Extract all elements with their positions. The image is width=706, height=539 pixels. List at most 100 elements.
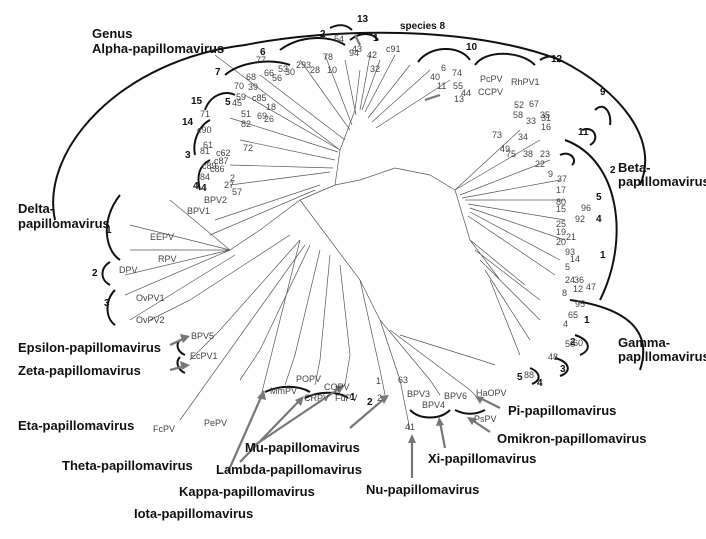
tip-label: 36 — [574, 275, 584, 285]
tip-label: OvPV1 — [136, 293, 165, 303]
species-number: 7 — [215, 67, 221, 78]
tip-label: 50 — [565, 339, 575, 349]
tip-label: 35 — [540, 110, 550, 120]
species-number: 5 — [225, 97, 231, 108]
species-number: 14 — [182, 117, 194, 128]
tip-label: 22 — [535, 159, 545, 169]
tip-label: 14 — [570, 254, 580, 264]
tip-label: BPV4 — [422, 400, 445, 410]
tip-label: 43 — [352, 44, 362, 54]
tip-label: 34 — [518, 132, 528, 142]
tip-label: 88 — [524, 370, 534, 380]
tip-label: c87 — [214, 156, 229, 166]
species-number: 1 — [106, 225, 112, 236]
tip-label: 59 — [236, 92, 246, 102]
species-number: 15 — [191, 96, 203, 107]
tip-label: BPV5 — [191, 331, 214, 341]
tip-label: 54 — [334, 34, 344, 44]
tip-label: BPV6 — [444, 391, 467, 401]
tip-label: 31 — [541, 113, 551, 123]
tip-label: 12 — [573, 284, 583, 294]
species-number: 1 — [584, 315, 590, 326]
tip-label: 24 — [565, 275, 575, 285]
tip-label: 44 — [461, 88, 471, 98]
tip-label: 13 — [454, 94, 464, 104]
tip-label: 3 — [306, 60, 311, 70]
species-number: 2 — [570, 337, 576, 348]
tip-label: 16 — [541, 122, 551, 132]
lambda-genus-label: Lambda-papillomavirus — [216, 462, 362, 477]
tip-label: 5 — [565, 262, 570, 272]
beta-genus-name: papillomavirus — [618, 174, 706, 189]
tip-label: 40 — [430, 72, 440, 82]
species-number: 3 — [560, 364, 566, 375]
species-number: 1 — [350, 392, 356, 403]
species-number: 5 — [517, 372, 523, 383]
tip-label: FdPV — [335, 393, 358, 403]
tip-label: PcPV — [480, 74, 503, 84]
species-number: 3 — [185, 150, 191, 161]
eta-genus-label: Eta-papillomavirus — [18, 418, 134, 433]
nu-genus-label: Nu-papillomavirus — [366, 482, 479, 497]
tip-label: 66 — [264, 68, 274, 78]
tip-label: 6 — [441, 63, 446, 73]
species-number: 2 — [367, 397, 373, 408]
mu-genus-label: Mu-papillomavirus — [245, 440, 360, 455]
delta-genus-name: papillomavirus — [18, 216, 110, 231]
tip-label: 21 — [566, 232, 576, 242]
tip-label: 84 — [200, 172, 210, 182]
alpha-genus-name: Alpha-papillomavirus — [92, 41, 224, 56]
tip-label: 60 — [573, 338, 583, 348]
epsilon-genus-label: Epsilon-papillomavirus — [18, 340, 161, 355]
beta-genus-label: Beta- — [618, 160, 651, 175]
species-number: 6 — [260, 47, 266, 58]
species-numbers: 2 13 1 6 7 5 3 15 14 4 10 12 9 11 2 5 4 … — [92, 14, 616, 408]
alpha-genus-label: Genus — [92, 26, 132, 41]
tip-label: 39 — [248, 82, 258, 92]
tip-label: 72 — [243, 143, 253, 153]
tip-label: RPV — [158, 254, 177, 264]
tip-label: 20 — [556, 237, 566, 247]
theta-genus-label: Theta-papillomavirus — [62, 458, 193, 473]
tip-label: 1 — [376, 376, 381, 386]
zeta-genus-label: Zeta-papillomavirus — [18, 363, 141, 378]
tip-label: 11 — [437, 81, 446, 91]
tip-label: OvPV2 — [136, 315, 165, 325]
tip-label: 93 — [565, 247, 575, 257]
tip-label: 29 — [296, 60, 306, 70]
tip-label: 65 — [568, 310, 578, 320]
tip-label: 47 — [586, 282, 596, 292]
species-number: 3 — [104, 298, 110, 309]
delta-genus-label: Delta- — [18, 201, 54, 216]
tip-label: CCPV — [478, 87, 503, 97]
gamma-genus-name: papillomavirus — [618, 349, 706, 364]
tip-label: HaOPV — [476, 388, 507, 398]
tip-label: 27 — [224, 180, 234, 190]
tip-label: 81 — [200, 146, 210, 156]
tip-label: c91 — [386, 44, 401, 54]
species-number: 4 — [193, 181, 199, 192]
genus-arrows — [169, 34, 501, 478]
tip-label: 51 — [241, 109, 251, 119]
tip-label: 71 — [200, 109, 210, 119]
tip-label: BPV2 — [204, 195, 227, 205]
pi-genus-label: Pi-papillomavirus — [508, 403, 616, 418]
tip-label: 18 — [266, 102, 276, 112]
tip-label: FcPV — [153, 424, 175, 434]
tip-label: COPV — [324, 382, 350, 392]
tip-label: 32 — [370, 64, 380, 74]
genus-labels: Genus Alpha-papillomavirus Beta- papillo… — [18, 26, 706, 521]
tip-label: MmPV — [270, 386, 297, 396]
tip-label: c85 — [252, 93, 267, 103]
tip-label: 49 — [500, 144, 510, 154]
tip-label: 68 — [246, 72, 256, 82]
tip-label: 69 — [257, 111, 267, 121]
tip-label: 42 — [367, 50, 377, 60]
tip-label: 19 — [556, 227, 566, 237]
tree-branches — [124, 54, 566, 431]
tip-label: POPV — [296, 374, 321, 384]
tip-label: EEPV — [150, 232, 174, 242]
tip-label: EcPV1 — [190, 351, 218, 361]
